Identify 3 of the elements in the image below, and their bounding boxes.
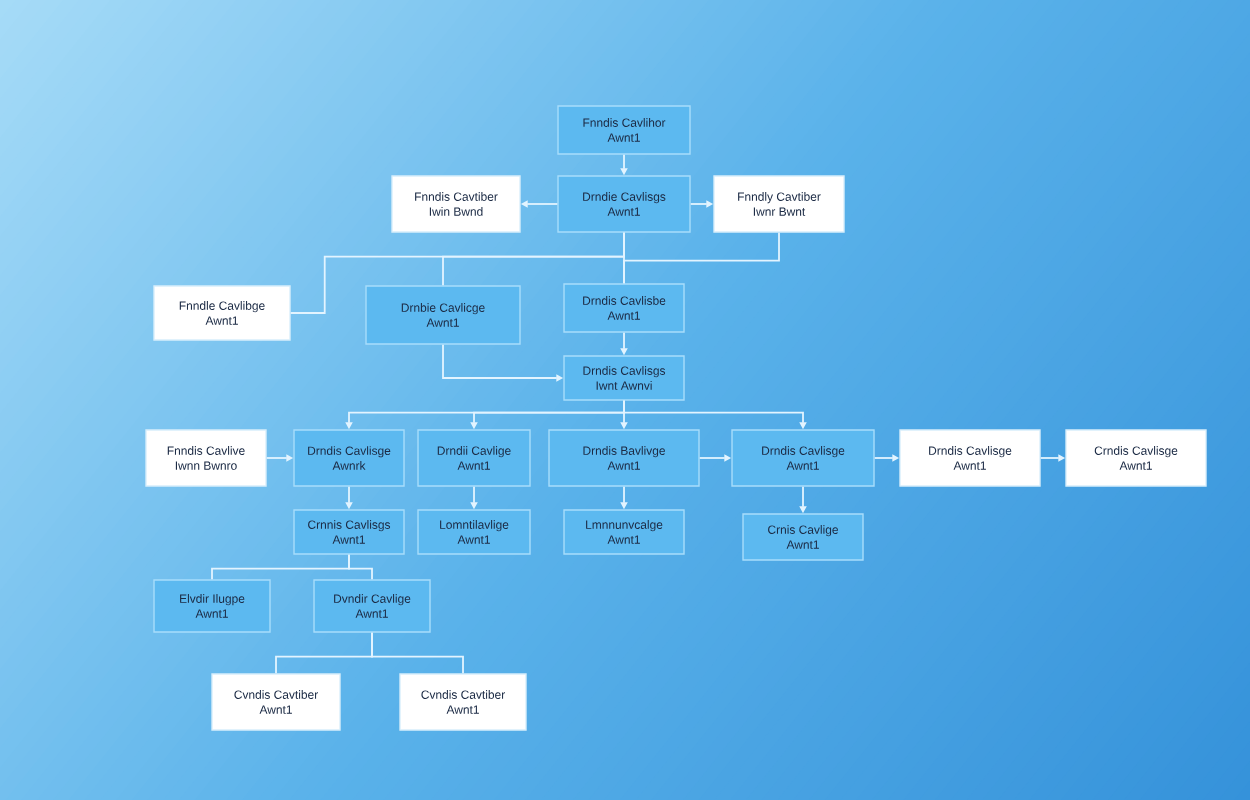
connector-line: [623, 231, 780, 285]
connector-line: [371, 631, 464, 675]
connector-line: [348, 553, 373, 581]
